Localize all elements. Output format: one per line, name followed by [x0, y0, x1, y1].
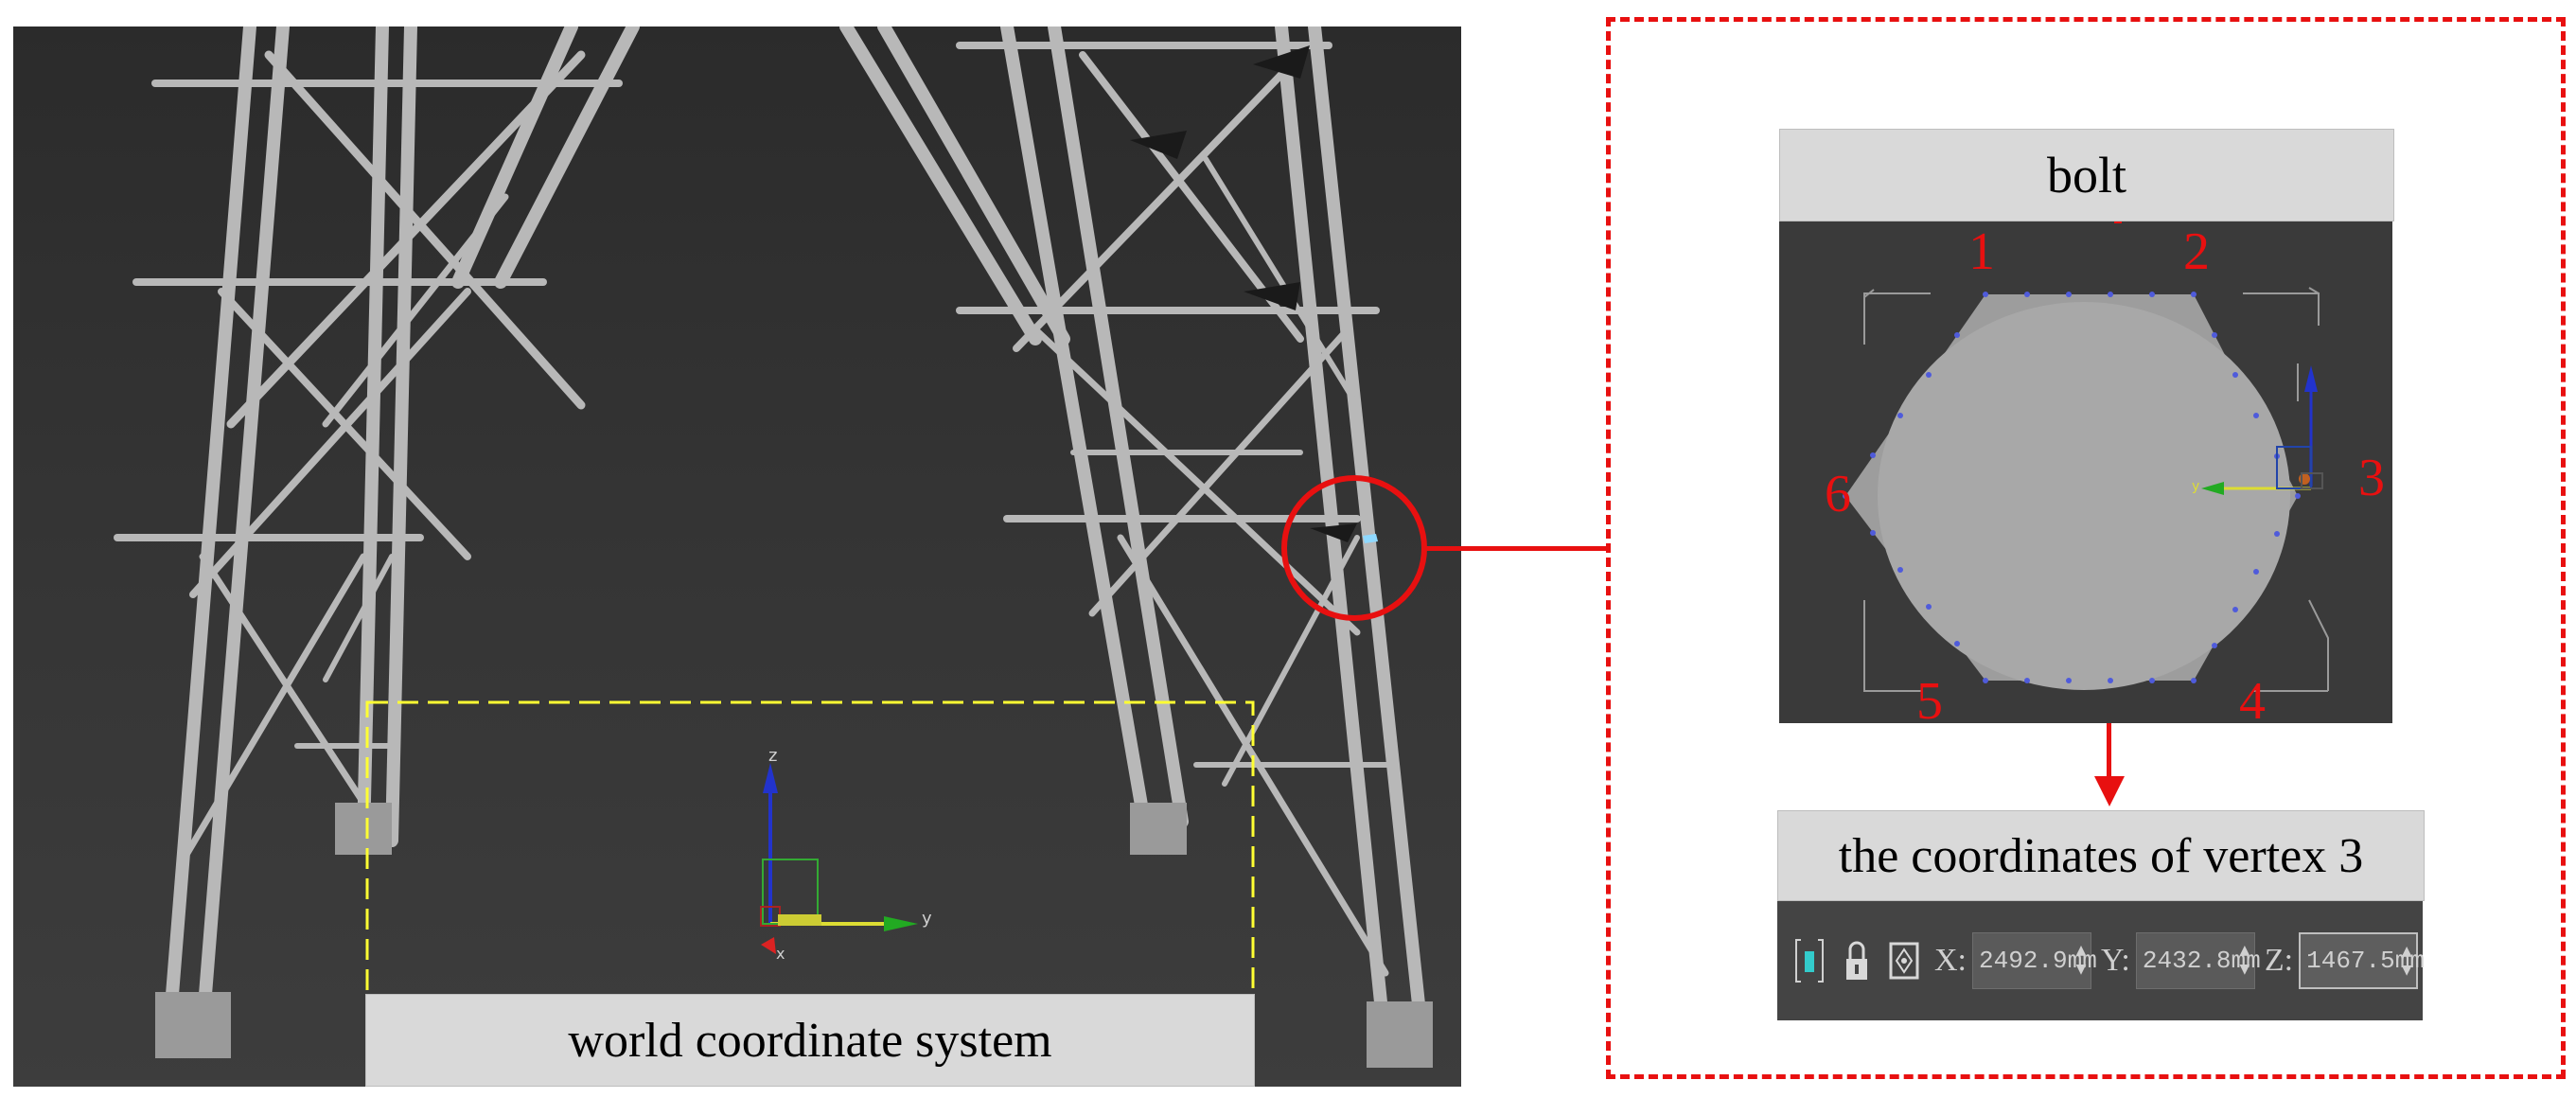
bolt-marker [1363, 534, 1378, 543]
absolute-mode-icon[interactable] [1883, 932, 1925, 989]
bolt-axis-gizmo [2201, 365, 2323, 495]
vertex-label-6: 6 [1825, 465, 1851, 523]
coordinate-toolbar: X: 2492.9mm ▲▼ Y: 2432.8mm ▲▼ Z: 1467.5m… [1777, 901, 2425, 1020]
gizmo-z-label: z [768, 746, 778, 766]
vertex-dots [1843, 292, 2301, 683]
vertex-label-2: 2 [2183, 222, 2210, 281]
vertex-coordinates-caption: the coordinates of vertex 3 [1777, 810, 2425, 901]
bolt-detail-panel [1606, 17, 2566, 1079]
z-axis-label: Z: [2264, 943, 2294, 978]
bolt-scene [1843, 221, 2329, 692]
bolt-caption: bolt [1779, 129, 2394, 221]
tower-scene [114, 27, 1433, 1068]
z-spinner-icon[interactable]: ▲▼ [2401, 944, 2412, 978]
x-spinner-icon[interactable]: ▲▼ [2075, 943, 2087, 977]
selection-lock-icon[interactable] [1789, 932, 1830, 989]
steel-tower-frame [114, 27, 1430, 1055]
vertex-label-1: 1 [1968, 222, 1995, 281]
world-origin-box [365, 700, 1255, 1022]
x-axis-label: X: [1934, 943, 1967, 978]
x-coordinate-field[interactable]: 2492.9mm ▲▼ [1972, 932, 2097, 989]
lock-icon[interactable] [1836, 932, 1878, 989]
world-coordinate-caption: world coordinate system [365, 994, 1255, 1087]
y-axis-label: Y: [2101, 943, 2130, 978]
y-spinner-icon[interactable]: ▲▼ [2239, 943, 2250, 977]
bolt-gizmo-y-label: y [2192, 479, 2200, 494]
bolt-viewport[interactable]: y [1779, 221, 2392, 723]
vertex-label-3: 3 [2358, 449, 2385, 507]
gizmo-y-label: y [922, 909, 932, 929]
y-coordinate-field[interactable]: 2432.8mm ▲▼ [2135, 932, 2261, 989]
y-coordinate-value: 2432.8mm [2142, 947, 2261, 975]
viewport-3d[interactable]: z y x [13, 27, 1461, 1087]
connector-line [1424, 546, 1609, 551]
base-plates [155, 803, 1433, 1068]
bolt-bounding-brackets [1863, 287, 2329, 692]
gusset-plates [1130, 45, 1357, 542]
gizmo-x-label: x [776, 945, 785, 963]
vertex-label-5: 5 [1916, 672, 1943, 731]
down-arrow-head [2094, 776, 2125, 806]
vertex-label-4: 4 [2239, 672, 2266, 731]
z-coordinate-field[interactable]: 1467.5mm ▲▼ [2299, 932, 2425, 989]
world-axis-gizmo [760, 763, 918, 954]
z-coordinate-value: 1467.5mm [2306, 947, 2425, 975]
x-coordinate-value: 2492.9mm [1979, 947, 2097, 975]
down-arrow [2107, 723, 2111, 780]
bolt-head [1878, 302, 2290, 690]
